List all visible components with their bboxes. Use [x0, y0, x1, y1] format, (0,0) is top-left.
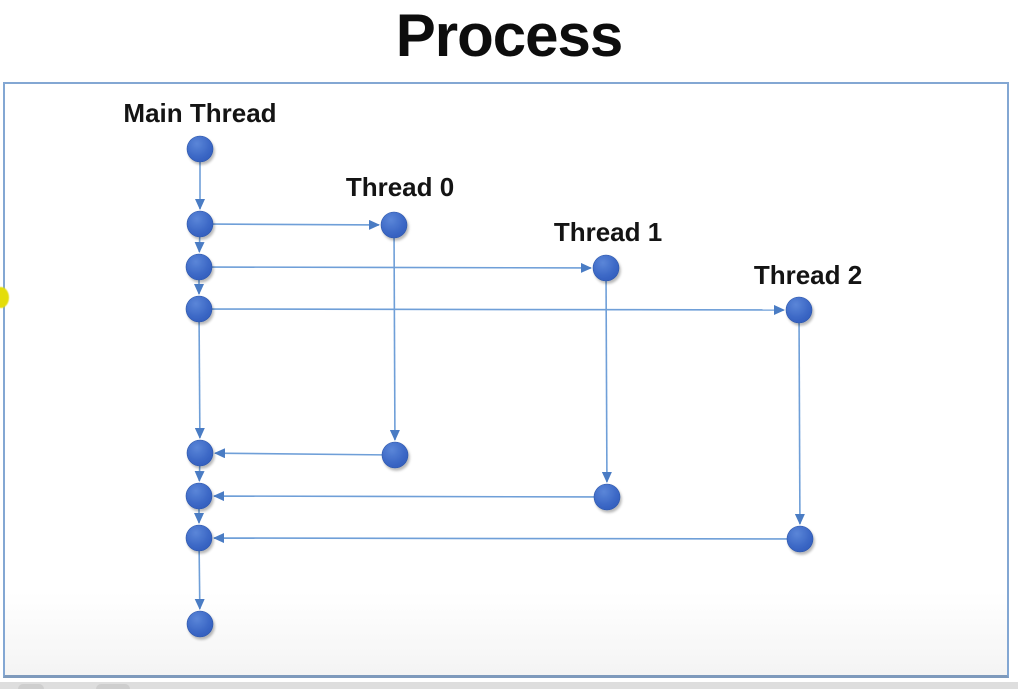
label-thread-2: Thread 2 [753, 260, 863, 290]
label-thread-0: Thread 0 [345, 172, 455, 202]
player-control-ghost-icon [18, 684, 44, 689]
label-thread-1: Thread 1 [553, 217, 663, 247]
yellow-pointer-marker [0, 287, 9, 308]
diagram-frame [3, 82, 1009, 678]
label-main-thread: Main Thread [123, 98, 277, 128]
page-title: Process [395, 2, 624, 69]
player-control-ghost-icon [96, 684, 130, 689]
bottom-strip [0, 682, 1018, 689]
